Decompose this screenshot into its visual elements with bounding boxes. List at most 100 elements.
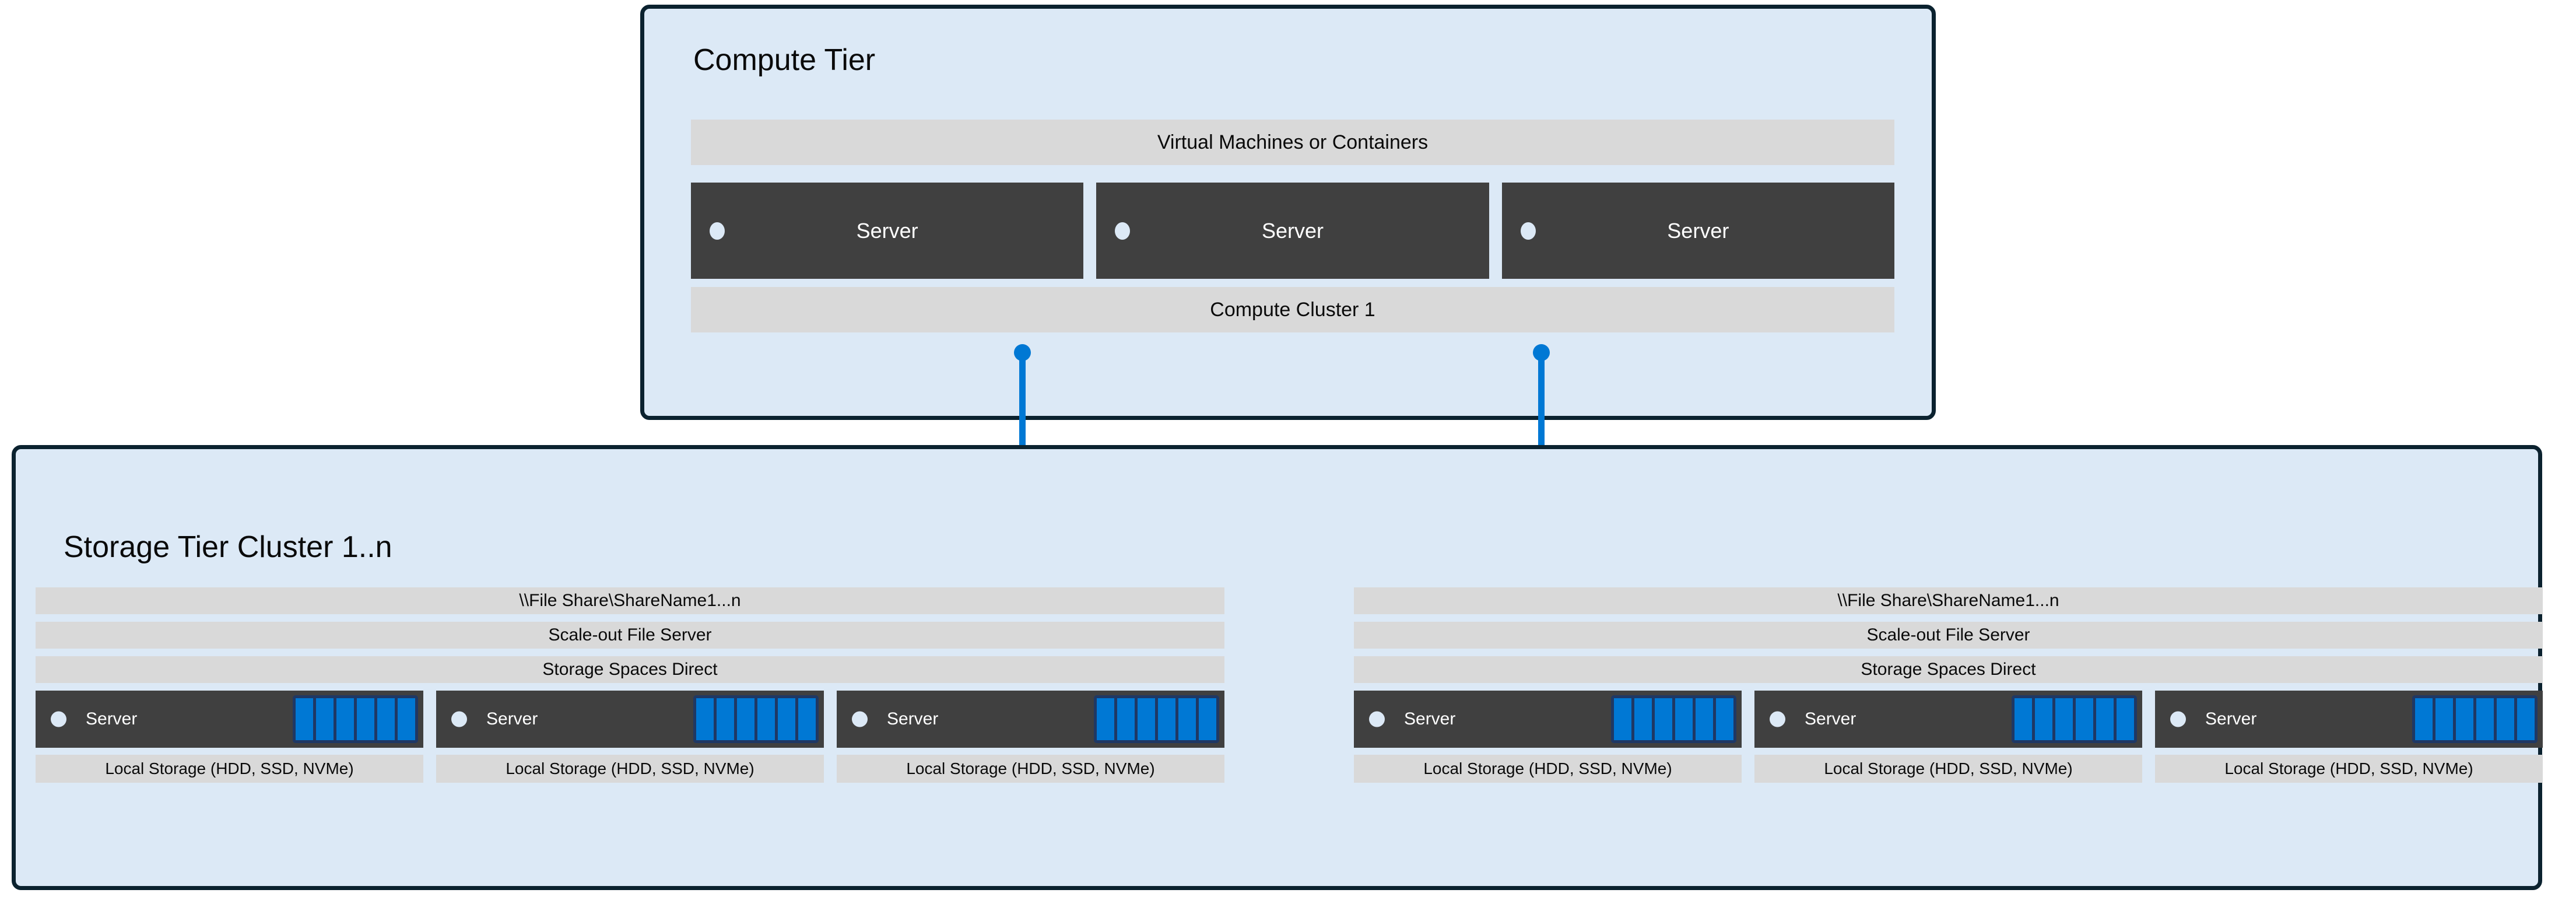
storage-cluster-1: \\File Share\ShareName1...n Scale-out Fi…: [36, 587, 1224, 783]
storage-server-6-label: Server: [2205, 709, 2257, 729]
disk-icon: [2117, 698, 2134, 740]
disk-icon: [377, 698, 395, 740]
storage-server-6[interactable]: Server: [2155, 691, 2543, 748]
storage-node-6: Server Local Storage (HDD, SSD, NVMe): [2155, 691, 2543, 783]
local-storage-band-label: Local Storage (HDD, SSD, NVMe): [2224, 759, 2473, 778]
storage-node-1: Server Local Storage (HDD, SSD, NVMe): [36, 691, 423, 783]
storage-spaces-direct-band-label: Storage Spaces Direct: [1861, 660, 2036, 679]
disk-icon: [778, 698, 795, 740]
disk-icon: [2435, 698, 2453, 740]
storage-server-5-label: Server: [1805, 709, 1856, 729]
local-storage-band-label: Local Storage (HDD, SSD, NVMe): [105, 759, 354, 778]
disk-icon: [2096, 698, 2114, 740]
scale-out-file-server-band-label: Scale-out File Server: [1866, 625, 2030, 645]
storage-server-4-label: Server: [1404, 709, 1456, 729]
compute-cluster-band: Compute Cluster 1: [691, 287, 1894, 332]
disk-icon: [357, 698, 374, 740]
disk-bay-icon: [1094, 695, 1219, 743]
local-storage-band-label: Local Storage (HDD, SSD, NVMe): [1824, 759, 2073, 778]
storage-spaces-direct-band: Storage Spaces Direct: [36, 656, 1224, 683]
storage-spaces-direct-band-label: Storage Spaces Direct: [542, 660, 718, 679]
disk-icon: [1614, 698, 1631, 740]
local-storage-band-label: Local Storage (HDD, SSD, NVMe): [906, 759, 1155, 778]
file-share-band-label: \\File Share\ShareName1...n: [1837, 591, 2059, 610]
disk-bay-icon: [2412, 695, 2538, 743]
storage-server-1[interactable]: Server: [36, 691, 423, 748]
disk-icon: [2476, 698, 2494, 740]
file-share-band: \\File Share\ShareName1...n: [1354, 587, 2543, 614]
virtual-machines-band: Virtual Machines or Containers: [691, 120, 1894, 165]
storage-server-5[interactable]: Server: [1754, 691, 2142, 748]
disk-icon: [336, 698, 354, 740]
storage-node-3: Server Local Storage (HDD, SSD, NVMe): [837, 691, 1224, 783]
disk-icon: [1634, 698, 1652, 740]
status-dot-icon: [451, 711, 467, 727]
disk-icon: [296, 698, 313, 740]
local-storage-band: Local Storage (HDD, SSD, NVMe): [2155, 755, 2543, 783]
local-storage-band: Local Storage (HDD, SSD, NVMe): [837, 755, 1224, 783]
compute-server-2[interactable]: Server: [1096, 183, 1489, 279]
storage-node-2: Server Local Storage (HDD, SSD, NVMe): [436, 691, 824, 783]
disk-icon: [1178, 698, 1196, 740]
compute-server-2-label: Server: [1261, 218, 1324, 243]
disk-icon: [316, 698, 334, 740]
disk-icon: [2076, 698, 2093, 740]
storage-node-row: Server Local Storage (HDD, SSD, NVMe): [1354, 691, 2543, 783]
status-dot-icon: [710, 222, 725, 240]
disk-icon: [1117, 698, 1135, 740]
storage-server-1-label: Server: [86, 709, 138, 729]
disk-icon: [757, 698, 775, 740]
compute-server-1[interactable]: Server: [691, 183, 1084, 279]
disk-icon: [1655, 698, 1672, 740]
disk-bay-icon: [1611, 695, 1736, 743]
compute-cluster-band-label: Compute Cluster 1: [1210, 299, 1375, 321]
local-storage-band-label: Local Storage (HDD, SSD, NVMe): [506, 759, 754, 778]
status-dot-icon: [1369, 711, 1385, 727]
disk-bay-icon: [293, 695, 418, 743]
local-storage-band: Local Storage (HDD, SSD, NVMe): [1754, 755, 2142, 783]
compute-server-3[interactable]: Server: [1501, 183, 1894, 279]
disk-icon: [1138, 698, 1155, 740]
disk-icon: [2456, 698, 2473, 740]
disk-bay-icon: [2012, 695, 2137, 743]
status-dot-icon: [1115, 222, 1131, 240]
disk-icon: [2055, 698, 2073, 740]
storage-spaces-direct-band: Storage Spaces Direct: [1354, 656, 2543, 683]
disk-icon: [1696, 698, 1713, 740]
local-storage-band: Local Storage (HDD, SSD, NVMe): [436, 755, 824, 783]
status-dot-icon: [852, 711, 868, 727]
disk-icon: [1199, 698, 1216, 740]
scale-out-file-server-band-label: Scale-out File Server: [548, 625, 712, 645]
status-dot-icon: [51, 711, 66, 727]
compute-tier-container: Compute Tier Virtual Machines or Contain…: [640, 5, 1936, 420]
storage-server-3-label: Server: [887, 709, 939, 729]
disk-icon: [2497, 698, 2514, 740]
disk-icon: [2035, 698, 2052, 740]
virtual-machines-band-label: Virtual Machines or Containers: [1157, 131, 1429, 153]
compute-server-row: Server Server Server: [691, 183, 1894, 279]
storage-cluster-2: \\File Share\ShareName1...n Scale-out Fi…: [1354, 587, 2543, 783]
disk-bay-icon: [693, 695, 819, 743]
disk-icon: [1716, 698, 1733, 740]
local-storage-band: Local Storage (HDD, SSD, NVMe): [36, 755, 423, 783]
connector-line: [1019, 352, 1026, 464]
storage-tier-container: Storage Tier Cluster 1..n \\File Share\S…: [12, 445, 2543, 890]
storage-server-2-label: Server: [486, 709, 538, 729]
file-share-band-label: \\File Share\ShareName1...n: [519, 591, 741, 610]
connector-line: [1538, 352, 1545, 464]
disk-icon: [1158, 698, 1175, 740]
storage-server-2[interactable]: Server: [436, 691, 824, 748]
local-storage-band: Local Storage (HDD, SSD, NVMe): [1354, 755, 1742, 783]
disk-icon: [696, 698, 714, 740]
storage-server-3[interactable]: Server: [837, 691, 1224, 748]
storage-tier-title: Storage Tier Cluster 1..n: [64, 530, 392, 564]
status-dot-icon: [1770, 711, 1785, 727]
storage-server-4[interactable]: Server: [1354, 691, 1742, 748]
disk-icon: [1097, 698, 1114, 740]
scale-out-file-server-band: Scale-out File Server: [36, 622, 1224, 649]
file-share-band: \\File Share\ShareName1...n: [36, 587, 1224, 614]
disk-icon: [398, 698, 415, 740]
disk-icon: [2517, 698, 2535, 740]
disk-icon: [2015, 698, 2032, 740]
